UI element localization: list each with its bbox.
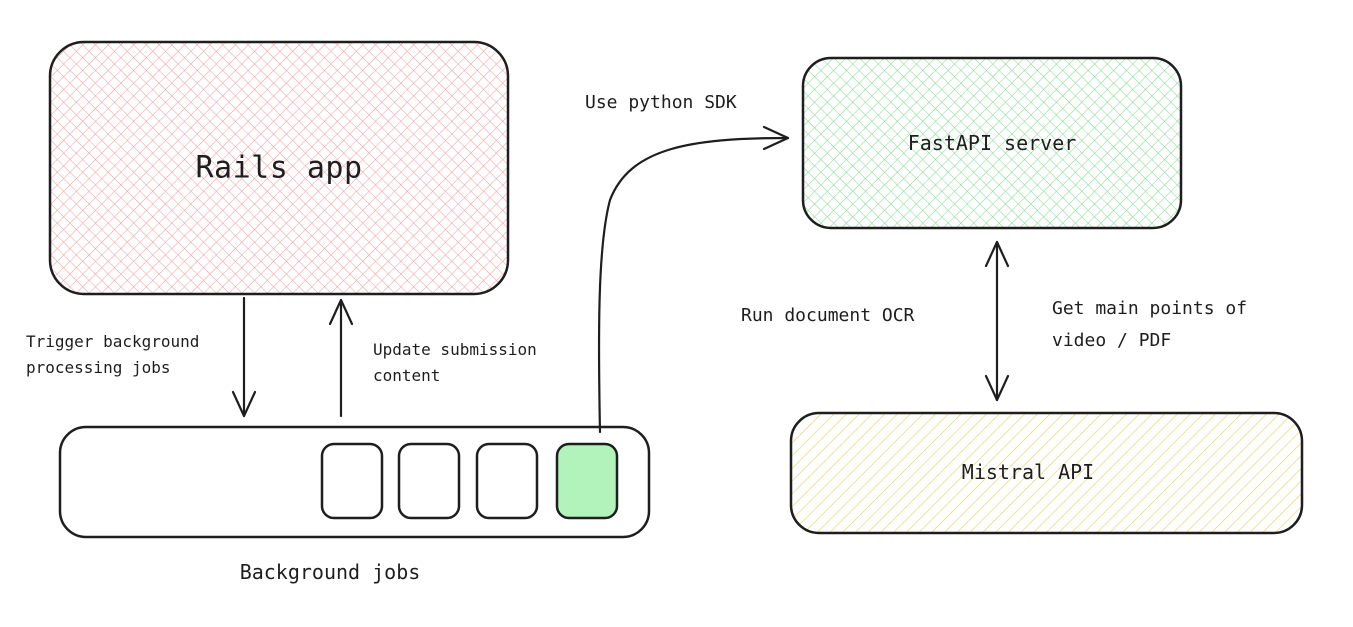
get-main-points-label-line2: video / PDF bbox=[1052, 330, 1172, 351]
run-document-ocr-label: Run document OCR bbox=[741, 305, 915, 326]
job-slot-3[interactable] bbox=[475, 442, 539, 520]
mistral-api-node[interactable] bbox=[789, 411, 1304, 535]
ocr-bidirectional-arrow bbox=[984, 240, 1010, 402]
background-jobs-label: Background jobs bbox=[239, 560, 421, 584]
trigger-jobs-label-line1: Trigger background bbox=[26, 332, 200, 351]
update-submission-label-line2: content bbox=[373, 366, 441, 385]
use-python-sdk-arrow bbox=[597, 125, 790, 434]
get-main-points-label: Get main points of video / PDF bbox=[1052, 293, 1247, 357]
job-slot-2[interactable] bbox=[397, 442, 461, 520]
get-main-points-label-line1: Get main points of bbox=[1052, 298, 1248, 319]
update-submission-label: Update submission content bbox=[373, 337, 537, 389]
fastapi-server-node[interactable] bbox=[801, 56, 1183, 230]
mistral-api-label: Mistral API bbox=[961, 460, 1095, 484]
update-submission-label-line1: Update submission bbox=[373, 340, 537, 359]
background-jobs-queue[interactable] bbox=[58, 425, 651, 539]
job-slot-active[interactable] bbox=[555, 442, 619, 520]
update-submission-arrow bbox=[328, 298, 354, 418]
trigger-jobs-arrow bbox=[231, 296, 257, 418]
use-python-sdk-label: Use python SDK bbox=[585, 92, 737, 113]
trigger-jobs-label: Trigger background processing jobs bbox=[26, 329, 199, 381]
job-slot-1[interactable] bbox=[320, 442, 384, 520]
fastapi-server-label: FastAPI server bbox=[907, 131, 1077, 155]
rails-app-node[interactable] bbox=[48, 40, 510, 296]
trigger-jobs-label-line2: processing jobs bbox=[26, 358, 171, 377]
rails-app-label: Rails app bbox=[195, 150, 363, 186]
